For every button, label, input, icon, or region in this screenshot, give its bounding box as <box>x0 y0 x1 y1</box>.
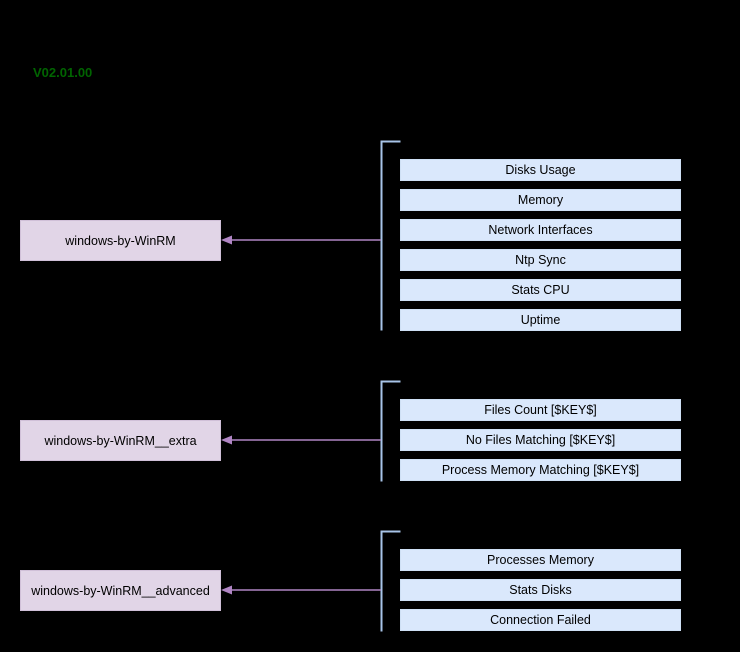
version-label: V02.01.00 <box>33 65 93 80</box>
item-box-no-files-matching[interactable]: No Files Matching [$KEY$] <box>400 429 681 451</box>
item-box-uptime[interactable]: Uptime <box>400 309 681 331</box>
bracket-group-2 <box>380 380 401 482</box>
item-box-files-count[interactable]: Files Count [$KEY$] <box>400 399 681 421</box>
template-box-windows-by-winrm-extra[interactable]: windows-by-WinRM__extra <box>20 420 221 461</box>
arrow-group-2 <box>221 435 381 445</box>
item-box-ntp-sync[interactable]: Ntp Sync <box>400 249 681 271</box>
arrow-group-1 <box>221 235 381 245</box>
item-box-connection-failed[interactable]: Connection Failed <box>400 609 681 631</box>
item-box-network-interfaces[interactable]: Network Interfaces <box>400 219 681 241</box>
item-box-processes-memory[interactable]: Processes Memory <box>400 549 681 571</box>
item-box-stats-disks[interactable]: Stats Disks <box>400 579 681 601</box>
bracket-group-3 <box>380 530 401 632</box>
item-box-stats-cpu[interactable]: Stats CPU <box>400 279 681 301</box>
template-box-windows-by-winrm-advanced[interactable]: windows-by-WinRM__advanced <box>20 570 221 611</box>
item-box-memory[interactable]: Memory <box>400 189 681 211</box>
template-box-windows-by-winrm[interactable]: windows-by-WinRM <box>20 220 221 261</box>
item-box-process-memory-matching[interactable]: Process Memory Matching [$KEY$] <box>400 459 681 481</box>
arrow-group-3 <box>221 585 381 595</box>
bracket-group-1 <box>380 140 401 331</box>
item-box-disks-usage[interactable]: Disks Usage <box>400 159 681 181</box>
